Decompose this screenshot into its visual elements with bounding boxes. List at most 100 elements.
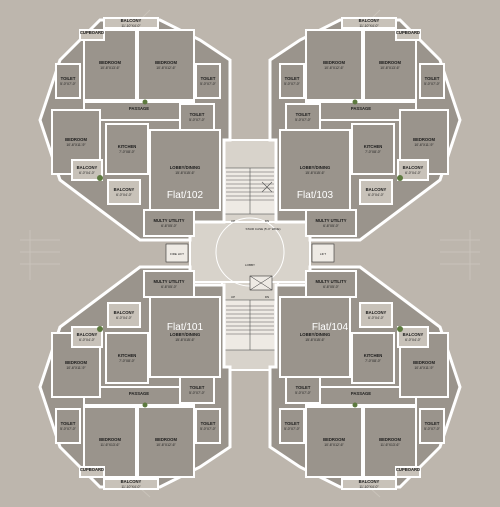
room-dimension: 11'-6"X13'-6" <box>100 443 120 447</box>
room-dimension: 5'-0"X7'-0" <box>295 391 312 395</box>
room-label: TOILET <box>201 421 216 426</box>
room-balcony-top <box>341 478 397 490</box>
room-label: LOBBY/DINING <box>170 332 200 337</box>
room-label: BEDROOM <box>155 437 177 442</box>
up-label-bottom: UP <box>231 295 235 299</box>
room-balcony-left <box>71 159 103 181</box>
room-label: TOILET <box>190 112 205 117</box>
plant-icon <box>397 326 403 332</box>
room-toilet-b <box>195 408 221 444</box>
room-label: TOILET <box>61 421 76 426</box>
room-label: KITCHEN <box>364 144 383 149</box>
room-label: BEDROOM <box>323 437 345 442</box>
room-toilet-a <box>419 63 445 99</box>
room-dimension: 6'-0"X4'-0" <box>79 338 96 342</box>
room-balcony-right <box>107 302 141 328</box>
room-dimension: 7'-0"X8'-0" <box>119 150 136 154</box>
room-label: BALCONY <box>77 165 98 170</box>
room-dimension: 15'-6"X15'-6" <box>175 338 195 342</box>
stair-note: STAIR CASE (5'-0" WIDE) <box>245 227 280 231</box>
plant-icon <box>97 175 103 181</box>
room-dimension: 5'-0"X7'-0" <box>295 118 312 122</box>
room-dimension: 15'-6"X15'-6" <box>175 171 195 175</box>
room-cupboard <box>79 29 105 41</box>
flat-title: Flat/101 <box>167 322 204 333</box>
room-dimension: 10'-6"X13'-6" <box>100 66 120 70</box>
room-balcony-left <box>71 326 103 348</box>
room-label: LOBBY/DINING <box>170 165 200 170</box>
room-cupboard <box>79 466 105 478</box>
room-toilet-c <box>179 376 215 404</box>
room-label: BALCONY <box>359 18 380 23</box>
room-dimension: 10'-6"X12'-6" <box>324 66 344 70</box>
flat-title: Flat/104 <box>312 322 349 333</box>
room-dimension: 10'-6"X11'-9" <box>66 143 86 147</box>
room-label: BALCONY <box>77 332 98 337</box>
dn-label-bottom: DN <box>265 295 269 299</box>
room-dimension: 10'-6"X11'-9" <box>66 366 86 370</box>
room-dimension: 10'-6"X12'-6" <box>156 66 176 70</box>
room-toilet-b <box>195 63 221 99</box>
room-label: BEDROOM <box>65 137 87 142</box>
flat-flat-101 <box>38 265 232 490</box>
plant-icon <box>352 99 358 105</box>
room-dimension: 10'-6"X12'-6" <box>156 443 176 447</box>
lift-label: LIFT <box>320 252 326 256</box>
room-label: TOILET <box>190 385 205 390</box>
room-dimension: 10'-6"X12'-6" <box>324 443 344 447</box>
room-bedroom-a <box>363 406 417 478</box>
room-label: TOILET <box>296 385 311 390</box>
room-dimension: 5'-0"X7'-0" <box>200 82 217 86</box>
room-label: KITCHEN <box>118 353 137 358</box>
room-dimension: 5'-0"X7'-0" <box>424 427 441 431</box>
room-dimension: 15'-6"X15'-6" <box>305 171 325 175</box>
room-label: TOILET <box>61 76 76 81</box>
plant-icon <box>352 402 358 408</box>
dn-label-top: DN <box>265 219 269 223</box>
room-bedroom-a <box>363 29 417 101</box>
room-lobby <box>149 129 221 211</box>
room-kitchen <box>105 332 149 384</box>
room-label: CUPBOARD <box>396 467 420 472</box>
room-dimension: 5'-0"X7'-0" <box>189 391 206 395</box>
room-balcony-right <box>359 179 393 205</box>
room-label: TOILET <box>285 76 300 81</box>
room-bedroom-b <box>137 406 195 478</box>
room-toilet-b <box>279 408 305 444</box>
room-dimension: 11'-6"X13'-6" <box>380 443 400 447</box>
room-dimension: 5'-0"X7'-0" <box>60 427 77 431</box>
room-lobby <box>149 296 221 378</box>
room-utility <box>143 270 195 298</box>
room-label: PASSAGE <box>351 106 371 111</box>
room-kitchen <box>351 332 395 384</box>
room-dimension: 10'-6"X13'-6" <box>380 66 400 70</box>
room-label: TOILET <box>296 112 311 117</box>
room-bedroom-b <box>137 29 195 101</box>
room-kitchen <box>105 123 149 175</box>
room-dimension: 15'-6"X15'-6" <box>305 338 325 342</box>
room-label: BEDROOM <box>323 60 345 65</box>
room-dimension: 5'-0"X7'-0" <box>424 82 441 86</box>
staircase-lower <box>223 299 277 351</box>
room-balcony-left <box>397 326 429 348</box>
room-label: PASSAGE <box>129 106 149 111</box>
room-toilet-a <box>419 408 445 444</box>
room-label: TOILET <box>201 76 216 81</box>
room-label: BEDROOM <box>379 437 401 442</box>
room-utility <box>305 209 357 237</box>
room-lobby <box>279 296 351 378</box>
room-toilet-b <box>279 63 305 99</box>
room-balcony-top <box>341 17 397 29</box>
room-cupboard <box>395 29 421 41</box>
room-dimension: 6'-0"X4'-0" <box>116 316 133 320</box>
room-dimension: 6'-0"X4'-0" <box>79 171 96 175</box>
room-dimension: 5'-0"X7'-0" <box>284 427 301 431</box>
room-balcony-top <box>103 478 159 490</box>
room-balcony-top <box>103 17 159 29</box>
room-dimension: 7'-0"X8'-0" <box>365 359 382 363</box>
room-bedroom-a <box>83 29 137 101</box>
room-balcony-right <box>107 179 141 205</box>
room-dimension: 5'-0"X7'-0" <box>284 82 301 86</box>
room-balcony-left <box>397 159 429 181</box>
